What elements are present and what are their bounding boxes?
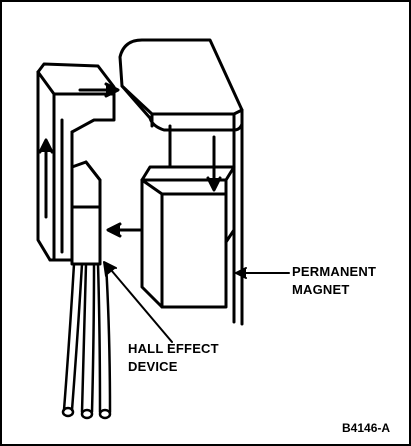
permanent-magnet-block — [140, 165, 236, 309]
flux-arrows — [38, 82, 222, 238]
hall-effect-chip — [70, 160, 102, 266]
back-plate — [168, 108, 244, 326]
permanent-magnet-label-line1: PERMANENT — [292, 264, 377, 279]
top-pole-piece — [118, 38, 244, 132]
hall-effect-device-label: HALL EFFECT DEVICE — [128, 340, 219, 376]
lead-wires — [61, 262, 112, 420]
hall-effect-label-line1: HALL EFFECT — [128, 341, 219, 356]
permanent-magnet-label-line2: MAGNET — [292, 282, 350, 297]
leader-lines — [103, 261, 290, 343]
permanent-magnet-label: PERMANENT MAGNET — [292, 263, 376, 299]
left-pole-piece — [36, 62, 116, 262]
hall-leader — [105, 263, 173, 343]
hall-effect-label-line2: DEVICE — [128, 359, 178, 374]
figure-id-label: B4146-A — [342, 421, 391, 435]
